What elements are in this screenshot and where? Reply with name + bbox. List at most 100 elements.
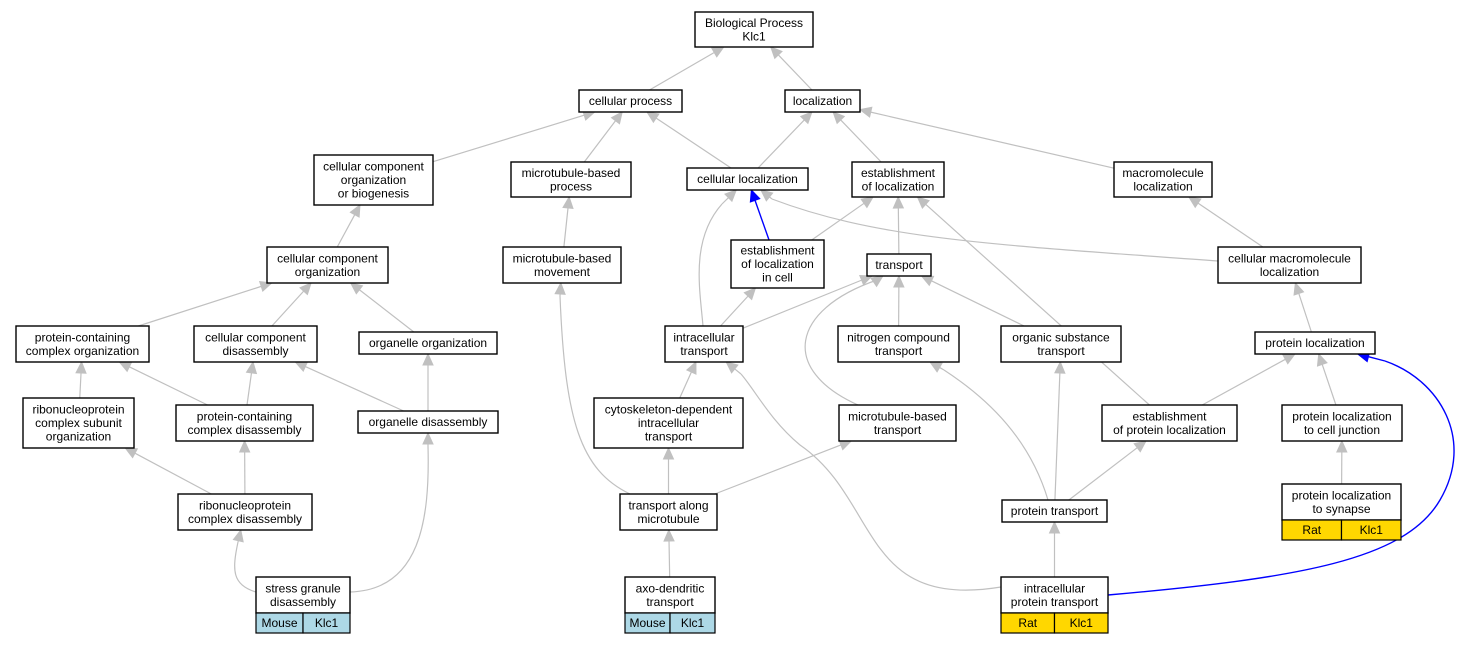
term-node-transport[interactable]: transport (866, 253, 932, 277)
term-node-cellular-process[interactable]: cellular process (578, 89, 683, 113)
edge-stress_granule-to-rnp_disassembly (232, 528, 257, 593)
term-label-line: to cell junction (1304, 423, 1380, 437)
term-label-line: establishment (861, 166, 936, 180)
term-box (266, 246, 389, 284)
term-label-line: microtubule-based (848, 409, 947, 423)
term-label-line: of protein localization (1113, 423, 1226, 437)
edge-rnp_disassembly-to-rnp_organization (124, 447, 212, 495)
term-node-organelle-organization[interactable]: organelle organization (358, 331, 498, 355)
term-label-line: cellular component (277, 251, 378, 265)
term-node-protein-transport[interactable]: protein transport (1001, 499, 1108, 523)
edge-cellular_localization-to-localization (757, 111, 813, 169)
edges-layer (75, 46, 1455, 596)
term-label-line: of localization (741, 257, 814, 271)
term-box (22, 397, 135, 449)
term-label-line: transport (875, 258, 923, 272)
edge-intracellular_transport-to-cellular_localization (698, 189, 738, 327)
term-label-line: of localization (862, 179, 935, 193)
edge-organelle_organization-to-cc_organization (349, 282, 415, 333)
term-box (1000, 325, 1122, 363)
edge-cc_disassembly-to-cc_organization (271, 282, 312, 327)
term-box (1281, 404, 1403, 442)
term-box (177, 493, 313, 531)
edge-rnp_organization-to-pc_organization (75, 360, 87, 399)
edge-pc_disassembly-to-cc_disassembly (245, 360, 258, 406)
term-label-line: organization (341, 173, 406, 187)
term-node-cytoskeleton-transport[interactable]: cytoskeleton-dependentintracellulartrans… (593, 397, 744, 449)
edge-intracellular_transport-to-establishment_in_cell (720, 287, 757, 327)
term-box (851, 161, 945, 198)
edge-cellular_macromolecule_localization-to-macromolecule_localization (1187, 196, 1264, 248)
term-box (1000, 576, 1109, 614)
species-label: Rat (1302, 523, 1321, 537)
term-box (686, 167, 809, 191)
term-label-line: intracellular (1024, 581, 1085, 595)
term-box (1113, 161, 1213, 198)
term-label-line: to synapse (1312, 502, 1370, 516)
term-label-line: stress granule (265, 581, 341, 595)
term-label-line: localization (1133, 179, 1192, 193)
edge-intracellular_transport-to-transport (742, 274, 873, 329)
term-label-line: Klc1 (742, 29, 766, 43)
term-node-cellular-localization[interactable]: cellular localization (686, 167, 809, 191)
term-node-organelle-disassembly[interactable]: organelle disassembly (357, 410, 499, 434)
edge-establishment_protein_localization-to-protein_localization (1201, 353, 1297, 406)
term-box (593, 397, 744, 449)
term-label-line: cellular localization (697, 172, 798, 186)
term-node-protein-localization[interactable]: protein localization (1254, 331, 1376, 355)
edge-nitrogen_transport-to-transport (893, 274, 905, 327)
term-label-line: complex disassembly (187, 423, 301, 437)
edge-organelle_disassembly-to-cc_disassembly (294, 361, 404, 412)
term-box (510, 161, 632, 198)
edge-cellular_localization-to-cellular_process (645, 111, 732, 169)
term-box (730, 239, 825, 289)
term-label-line: transport (875, 344, 923, 358)
edge-ccob-to-cellular_process (432, 109, 596, 163)
term-label-line: in cell (762, 271, 793, 285)
edge-intracellular_protein_transport-to-intracellular_transport (725, 361, 1002, 591)
term-label-line: or biogenesis (338, 187, 409, 201)
edge-organic_transport-to-transport (920, 275, 1025, 327)
term-node-localization[interactable]: localization (784, 89, 861, 113)
term-label-line: cellular process (589, 94, 672, 108)
edge-transport-to-establishment_localization (892, 195, 905, 255)
term-label-line: cellular macromolecule (1228, 251, 1351, 265)
edge-transport_along_mt-to-cytoskeleton_transport (662, 446, 675, 494)
edge-establishment_in_cell-to-cellular_localization (749, 188, 770, 241)
term-label-line: protein-containing (35, 330, 130, 344)
edge-protein_loc_synapse-to-protein_loc_junction (1336, 439, 1348, 485)
term-label-line: transport along (628, 498, 708, 512)
edge-intracellular_protein_transport-to-protein_transport (1048, 520, 1061, 577)
gene-label: Klc1 (1360, 523, 1384, 537)
edge-mt_transport-to-transport (804, 275, 884, 406)
term-box (619, 493, 718, 531)
term-label-line: axo-dendritic (636, 581, 705, 595)
term-box (624, 576, 716, 614)
